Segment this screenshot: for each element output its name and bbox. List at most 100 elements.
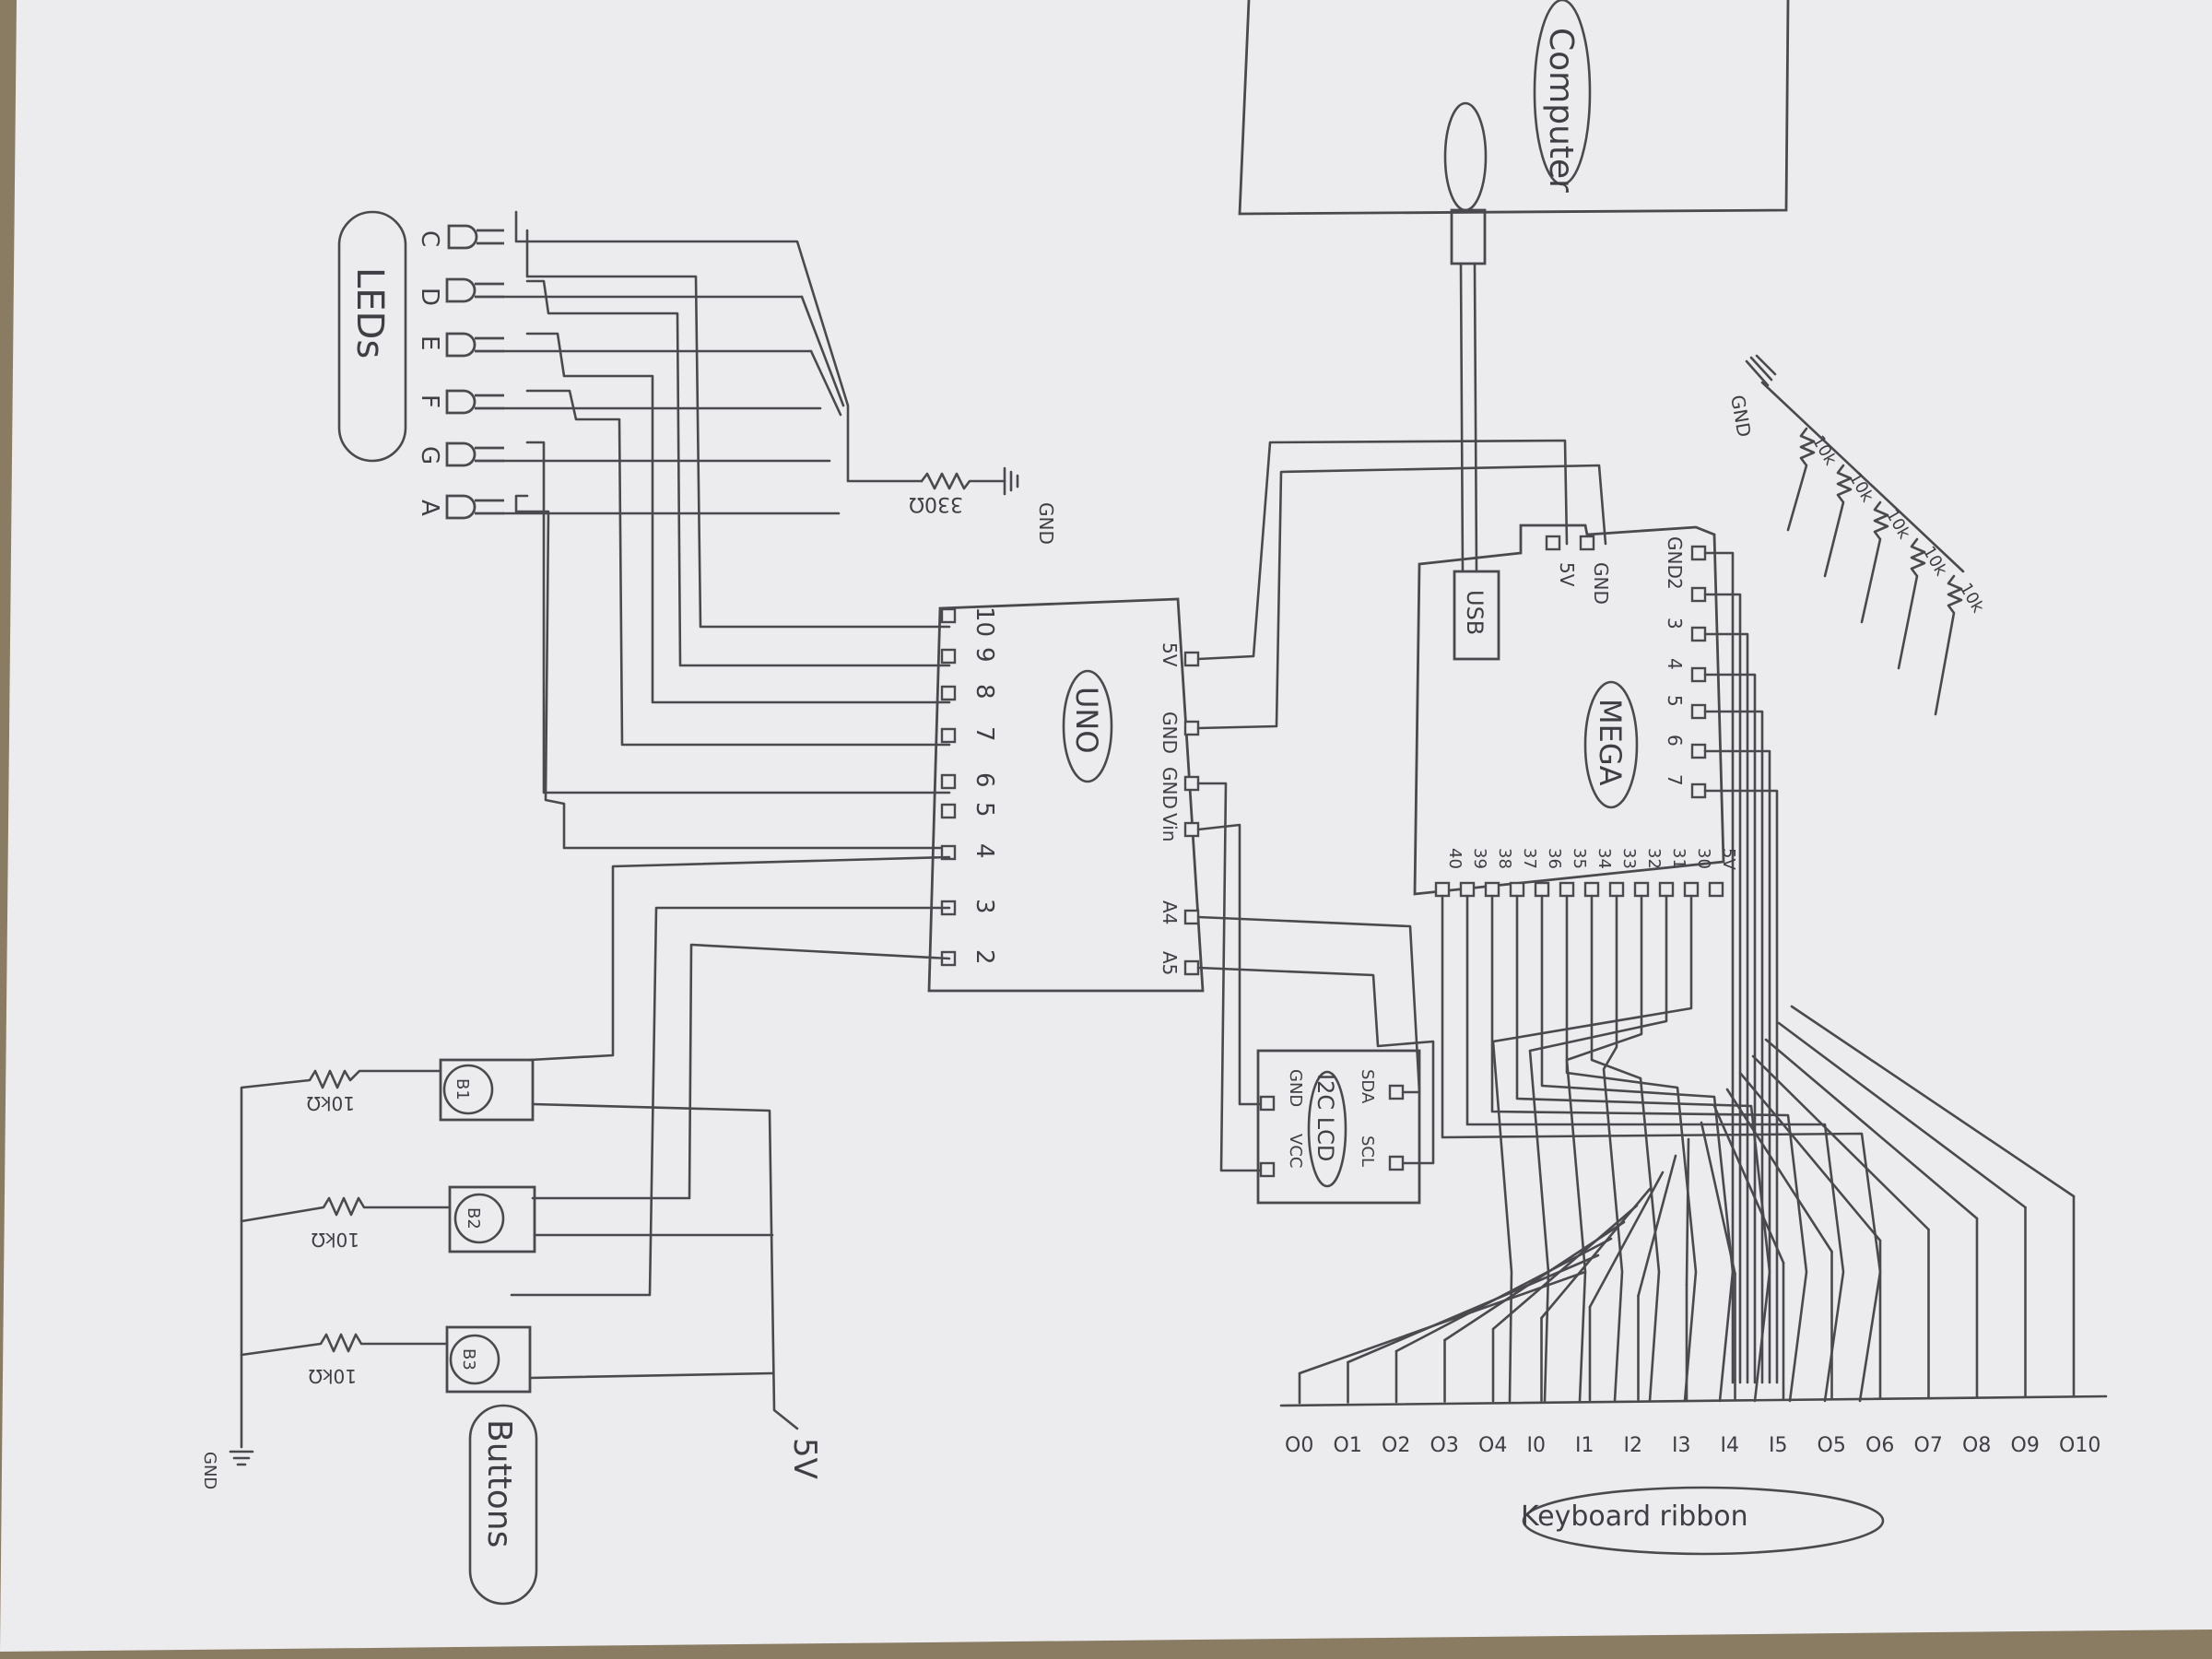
uno-pin-label-4: 4	[971, 843, 998, 859]
ribbon-label-O1: O1	[1334, 1434, 1362, 1457]
ribbon-label-I3: I3	[1672, 1434, 1691, 1457]
mega-bottom-label-6: 35	[1570, 848, 1589, 869]
ribbon-label-I5: I5	[1769, 1434, 1788, 1457]
ribbon-label-O10: O10	[2059, 1434, 2100, 1457]
led-label-f: F	[416, 394, 443, 408]
mega-bubble	[1583, 680, 1639, 809]
uno-label: UNO	[1069, 687, 1104, 754]
mega-bottom-pin-38	[1484, 881, 1500, 898]
led-group	[445, 224, 504, 520]
usb-label: USB	[1462, 590, 1488, 635]
lcd-pin-sda: SDA	[1358, 1069, 1377, 1104]
button-b2-circle	[453, 1193, 505, 1244]
mega-right-pin-0	[1690, 545, 1707, 561]
button-b1	[439, 1058, 535, 1122]
uno-board	[927, 597, 1205, 993]
mega-bottom-label-11: 40	[1445, 848, 1465, 869]
led-f-icon	[445, 389, 504, 415]
uno-pin-10	[940, 607, 957, 624]
ribbon-label-O0: O0	[1285, 1434, 1313, 1457]
mega-label: MEGA	[1593, 699, 1628, 786]
mega-right-pin-5	[1690, 743, 1707, 759]
mega-bottom-pin-39	[1459, 881, 1476, 898]
mega-right-label-2: 3	[1664, 618, 1686, 629]
ribbon-label-O7: O7	[1914, 1434, 1943, 1457]
lcd-label: I2C LCD	[1312, 1074, 1338, 1161]
mega-bottom-label-7: 36	[1545, 848, 1564, 869]
uno-pin-6	[940, 773, 957, 790]
mega-right-pin-4	[1690, 703, 1707, 720]
led-resistor-icon	[920, 472, 1006, 490]
led-label-g: G	[416, 446, 443, 465]
uno-pin-9	[940, 648, 957, 665]
mega-bottom-label-10: 39	[1470, 848, 1489, 869]
btn-5v-label: 5V	[786, 1438, 823, 1479]
led-d-icon	[445, 277, 504, 303]
mega-bottom-pin-30	[1683, 881, 1700, 898]
ribbon-label-O9: O9	[2011, 1434, 2040, 1457]
computer-label: Computer	[1542, 28, 1580, 193]
mega-top-pins: 5V GND	[1545, 535, 1612, 605]
usb-plug	[1450, 208, 1487, 265]
computer-bubble	[1533, 0, 1592, 186]
mega-right-label-3: 4	[1664, 658, 1686, 670]
mega-right-pin-2	[1690, 626, 1707, 642]
leds-bubble	[337, 210, 407, 463]
button-b1-label: B1	[453, 1078, 472, 1100]
mega-bottom-pin-40	[1434, 881, 1451, 898]
uno-bubble	[1062, 669, 1113, 783]
computer-outline	[1238, 0, 1790, 216]
mega-right-label-6: 7	[1664, 774, 1686, 786]
uno-pin-5	[940, 803, 957, 819]
uno-pin-8	[940, 685, 957, 701]
uno-pin-label-3: 3	[971, 899, 998, 914]
button-b3-label: B3	[459, 1348, 478, 1371]
uno-pin-r-0	[1183, 651, 1200, 667]
mega-bottom-label-0: 5V	[1719, 848, 1738, 870]
uno-pin-label-r-5: A5	[1159, 951, 1181, 975]
led-label-a: A	[416, 500, 443, 516]
ribbon-label-I4: I4	[1721, 1434, 1740, 1457]
led-resistor-label: 330Ω	[909, 492, 963, 515]
led-e-icon	[445, 332, 504, 358]
mega-bottom-label-1: 30	[1694, 848, 1713, 869]
ribbon-label-O8: O8	[1962, 1434, 1991, 1457]
mega-gnd-icon	[1745, 354, 1777, 387]
mega-top-label-1: GND	[1590, 562, 1612, 605]
pulldown-resistor-icon-4	[1934, 574, 1963, 716]
led-label-c: C	[416, 230, 443, 247]
button-res-2: 10kΩ	[312, 1229, 359, 1251]
led-gnd-icon	[1003, 466, 1019, 496]
uno-pin-4	[940, 844, 957, 861]
pulldown-resistor-icon-0	[1786, 427, 1816, 532]
lcd-pin-scl: SCL	[1358, 1135, 1377, 1167]
uno-pin-label-7: 7	[971, 726, 998, 742]
lcd-pin-gnd: GND	[1286, 1069, 1305, 1107]
leds-title: LEDs	[348, 267, 391, 359]
ribbon-label-I1: I1	[1575, 1434, 1594, 1457]
button-b2-label: B2	[464, 1207, 483, 1230]
button-res-3: 10kΩ	[309, 1365, 357, 1387]
buttons-bubble	[468, 1404, 538, 1606]
mega-bottom-label-4: 33	[1619, 848, 1639, 869]
mega-right-pin-1	[1690, 586, 1707, 603]
mega-bottom-pin-37	[1509, 881, 1525, 898]
uno-pin-r-5	[1183, 959, 1200, 976]
ribbon-baseline	[1279, 1394, 2108, 1407]
uno-pin-label-r-0: 5V	[1159, 642, 1181, 667]
mega-top-label-0: 5V	[1556, 562, 1578, 587]
mega-bottom-pin-35	[1559, 881, 1575, 898]
buttons-title: Buttons	[480, 1419, 518, 1547]
mega-bottom-label-3: 32	[1644, 848, 1664, 869]
ribbon-label-O2: O2	[1382, 1434, 1410, 1457]
lcd-pin-vcc: VCC	[1286, 1134, 1305, 1168]
led-labels: C D E F G A	[416, 230, 443, 516]
mega-bottom-pin-5V	[1708, 881, 1724, 898]
mega-right-pin-6	[1690, 782, 1707, 799]
mega-bottom-pin-33	[1608, 881, 1625, 898]
ribbon-label-O6: O6	[1865, 1434, 1894, 1457]
pulldown-resistor-icon-3	[1897, 537, 1926, 670]
uno-pin-label-10: 10	[971, 606, 998, 637]
uno-pin-label-6: 6	[971, 772, 998, 788]
